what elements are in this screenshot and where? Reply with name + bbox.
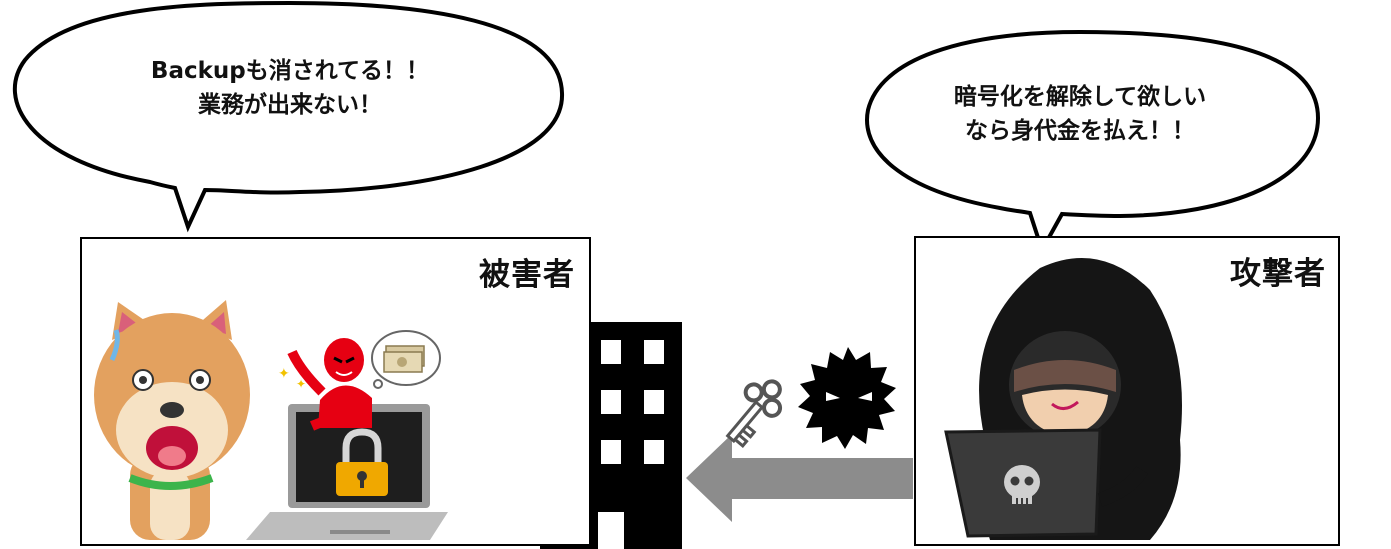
attacker-speech-text: 暗号化を解除して欲しい なら身代金を払え！！ <box>870 80 1290 148</box>
money-bubble-icon <box>371 330 441 389</box>
virus-icon <box>798 347 896 449</box>
attacker-speech-line-2: なら身代金を払え！！ <box>965 118 1195 144</box>
victim-speech-text: Backupも消されてる！！ 業務が出来ない！ <box>20 54 560 122</box>
red-hacker-icon: ✦ ✦ <box>278 338 372 431</box>
shiba-dog-icon <box>94 300 250 540</box>
attacker-label: 攻撃者 <box>1230 256 1326 292</box>
attacker-speech-bubble <box>865 29 1321 255</box>
victim-speech-line-1: Backupも消されてる！！ <box>150 58 430 84</box>
victim-label: 被害者 <box>479 257 575 293</box>
svg-text:✦: ✦ <box>296 377 306 391</box>
victim-speech-bubble <box>13 0 565 233</box>
skull-icon <box>1004 465 1040 504</box>
key-icon <box>725 379 783 449</box>
svg-text:✦: ✦ <box>278 366 290 382</box>
attacker-speech-line-1: 暗号化を解除して欲しい <box>953 84 1207 110</box>
padlock-icon <box>336 428 388 496</box>
victim-speech-line-2: 業務が出来ない！ <box>198 92 382 118</box>
arrow-left-icon <box>686 434 913 522</box>
